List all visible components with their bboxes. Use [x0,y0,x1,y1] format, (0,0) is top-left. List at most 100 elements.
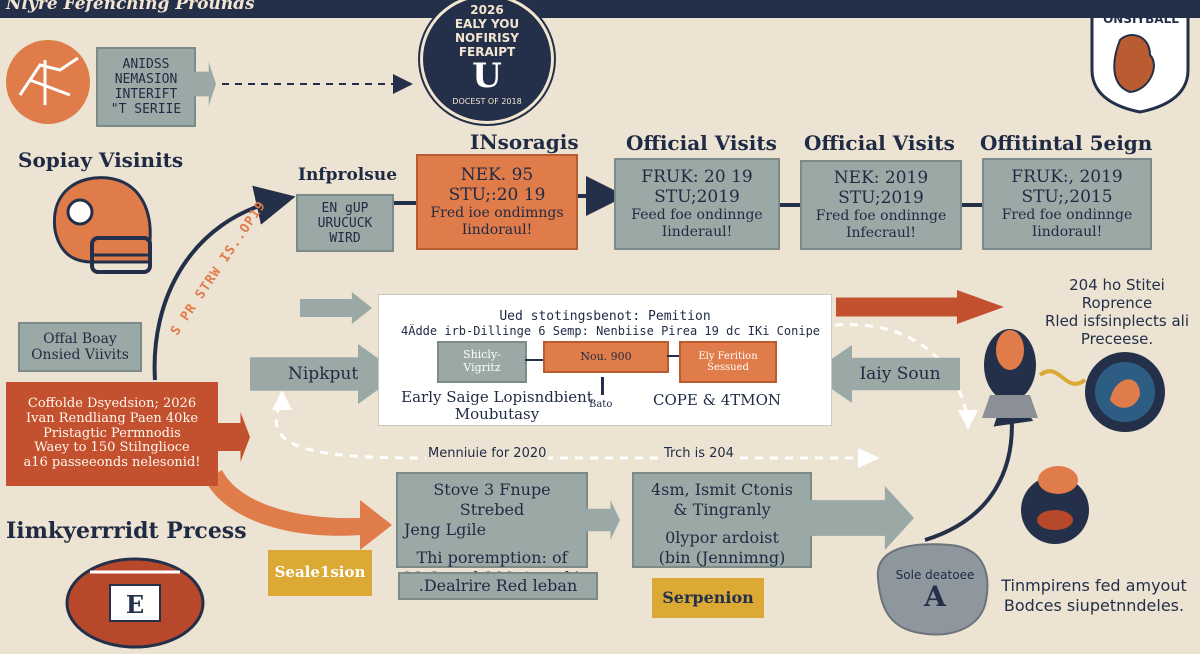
dashed-label-left: Menniuie for 2020 [426,446,549,461]
lower-a-line: Jeng Lgile [404,520,487,539]
dashed-loop-arrow [858,448,880,468]
heading-process: Iimkyerrridt Prcess [6,518,247,544]
panel-box-line: Sessued [707,362,749,373]
tag-left: Seale1sion [268,550,372,596]
panel-box-left: Shicly- Vigritz [437,341,527,383]
seal-footer: DOCEST OF 2018 [452,97,522,106]
stage-heading: INsoragis [470,130,579,154]
red-box-line: a16 passeeonds nelesonid! [23,455,201,471]
stage-line: STU;2019 [654,186,740,207]
stage-heading: Official Visits [626,131,777,155]
panel-bottom-mid: Bato [589,399,613,410]
shield-label: ONSIYBALL [1103,12,1179,26]
svg-text:E: E [126,590,144,619]
football-icon: E [65,557,205,649]
tag-mid: Serpenion [652,578,764,618]
lower-box-a: Stove 3 Fnupe Strebed Jeng Lgile Thi por… [396,472,588,587]
lower-b-line: 0lypor ardoist [665,528,779,547]
stage-line: NEK: 2019 [833,168,929,189]
stage-box: FRUK:, 2019 STU;,2015 Fred foe ondinnge … [982,158,1152,250]
center-panel: Ued stotingsbenot: Pemition 4Ädde irb-Di… [378,294,832,426]
red-box-line: Waey to 150 Stilnglioce [34,440,190,456]
stage-line: Feed foe ondinnge [631,207,763,224]
stage-line: FRUK:, 2019 [1011,167,1123,188]
orange-sweep-arrow [205,470,392,550]
stage-heading: Offitintal 5eign [980,131,1153,155]
left-arrow-label: Nipkput [288,364,359,384]
panel-box-line: Shicly- [463,348,501,362]
lower-bar-label: .Dealrire Red leban [418,575,578,595]
panel-bottom-right: COPE & 4TMON [653,391,782,409]
panel-bottom-line: Moubutasy [454,405,540,424]
heading-sopiay: Sopiay Visinits [18,148,184,172]
stage-line: NEK. 95 [460,165,534,186]
stage-line: Fred foe ondinnge [815,208,947,225]
panel-title: Ued stotingsbenot: Pemition [499,309,711,324]
stage-heading: Infprolsue [298,165,398,185]
rock-shape [876,543,989,636]
dashed-loop [274,404,870,460]
football-crest-icon [1021,466,1089,544]
panel-box-mid-label: Nou. 900 [580,349,632,363]
seal-badge: 2026 EALY YOU NOFIRISY FERAIPT U DOCEST … [420,0,554,124]
bottom-right-line: Tinmpirens fed amyout [1001,576,1187,595]
team-shield-icon [1090,6,1190,114]
stage-line: STU;,2015 [1021,186,1113,207]
note-line: ANIDSS [122,57,170,72]
trophy-figure-icon [982,329,1038,418]
tag-left-label: Seale1sion [274,563,366,582]
dashed-loop-top-right [834,322,970,421]
bottom-right-line: Bodces siupetnndeles. [1003,596,1185,615]
stage-line: URUCUCK [317,215,373,231]
rock-label: Sole deatoee [895,568,975,582]
stage-line: Iinderaul! [661,223,733,240]
helmet-icon [52,176,152,274]
stage-line: EN gUP [321,200,369,216]
right-note: 204 ho Stitei Roprence Rled isfsinplects… [1036,276,1198,348]
panel-box-line: Ely Ferition [698,350,758,362]
panel-box-right: Ely Ferition Sessued [679,341,777,383]
lower-bar-a: .Dealrire Red leban [398,572,598,600]
note-line: NEMASION [114,72,178,87]
red-box-line: Ivan Rendliang Paen 40ke [25,410,199,426]
header-bar: Nlyre Fefenching Prounds [0,0,1200,18]
lower-b-line: 4sm, Ismit Ctonis [650,480,793,499]
lower-a-line: Thi poremption: of [416,548,568,567]
stage-line: STU;:20 19 [448,184,546,205]
stage-box: FRUK: 20 19 STU;2019 Feed foe ondinnge I… [614,158,780,250]
note-line: INTERIFT [114,87,178,102]
stage-line: Fred foe ondinnge [1001,207,1133,224]
panel-subtitle: 4Ädde irb-Dillinge 6 Semp: Nenbiise Pire… [401,324,821,338]
panel-box-line: Vigritz [463,361,501,374]
small-box-line: Onsied Viivits [31,347,129,363]
curved-arrow-up [152,185,296,381]
lower-a-line: Stove 3 Fnupe Strebed [433,480,551,519]
header-title: Nlyre Fefenching Prounds [6,0,255,14]
orange-swirl [1038,369,1087,386]
stage-heading: Official Visits [804,131,955,155]
tag-mid-label: Serpenion [662,587,754,607]
right-note-line: Preceese. [1080,330,1154,348]
dashed-label-right: Trch is 204 [662,446,736,461]
small-box-line: Offal Boay [43,330,117,347]
lower-b-line: & Tingranly [673,500,771,519]
stage-box: NEK. 95 STU;:20 19 Fred ioe ondimngs Iin… [416,154,578,250]
red-box-line: Coffolde Dsyedsion; 2026 [27,395,197,411]
rock-letter: A [924,580,946,613]
left-red-box: Coffolde Dsyedsion; 2026 Ivan Rendliang … [6,382,218,486]
stage-line: WIRD [329,230,361,246]
right-note-line: 204 ho Stitei Roprence [1069,276,1165,312]
stage-line: FRUK: 20 19 [641,167,753,188]
seal-line1: EALY YOU [454,17,520,31]
panel-bottom-line: Early Saige Lopisndbient [401,388,593,406]
left-small-box: Offal Boay Onsied Viivits [18,322,142,372]
stage-line: Iindoraul! [461,221,533,238]
lower-b-line: (bin (Jennimng) [658,548,786,567]
red-box-line: Pristagtic Permnodis [43,425,181,441]
bottom-right-note: Tinmpirens fed amyout Bodces siupetnndel… [994,576,1194,616]
stage-box: NEK: 2019 STU;2019 Fred foe ondinnge Inf… [800,160,962,250]
note-line: "T SERIIE [110,102,182,117]
mascot-medallion-icon [1085,352,1165,432]
stage-line: Iindoraul! [1031,223,1103,240]
